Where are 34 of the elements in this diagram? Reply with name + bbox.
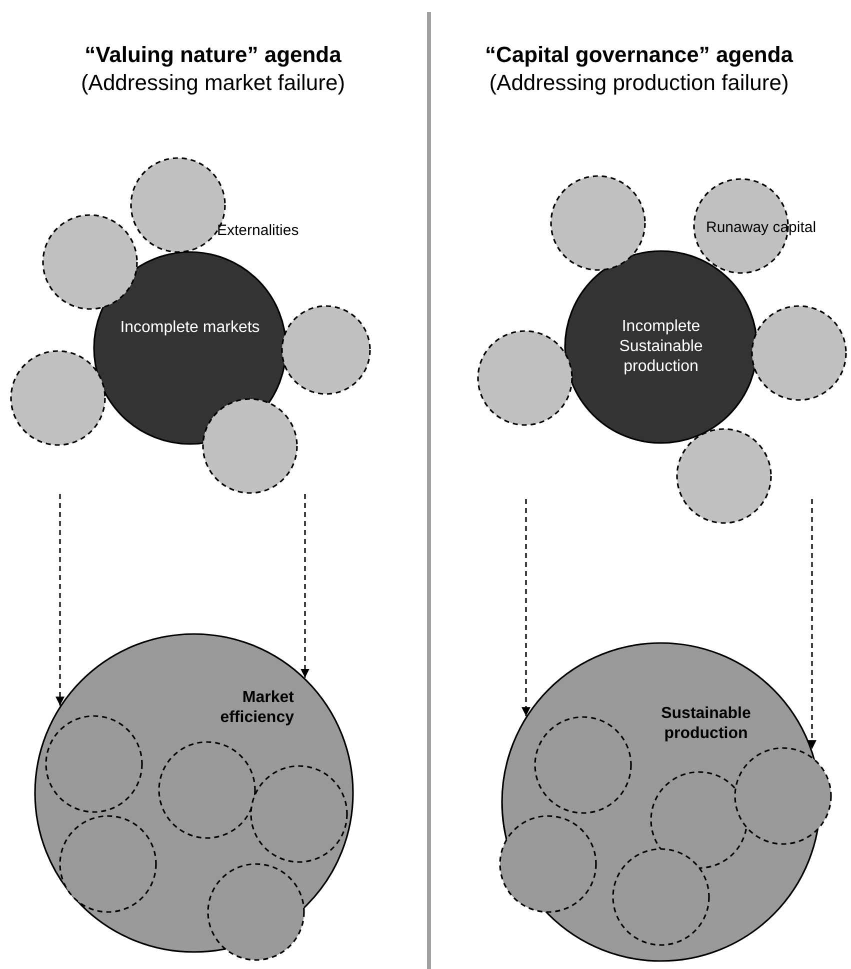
dashed-circle	[612, 848, 710, 946]
dashed-circle	[207, 863, 305, 961]
dashed-circle	[42, 214, 138, 310]
panel-subtitle: (Addressing production failure)	[489, 70, 789, 96]
arrow	[300, 494, 310, 678]
dashed-circle	[550, 175, 646, 271]
panel-heading: “Capital governance” agenda	[484, 42, 794, 68]
node-text: Incomplete Sustainable production	[618, 317, 704, 377]
dashed-circle	[676, 428, 772, 524]
node-text: Market efficiency	[219, 688, 294, 728]
dashed-circle	[734, 747, 832, 845]
node-text: Sustainable production	[660, 704, 752, 744]
annotation: Runaway capital	[706, 219, 816, 236]
dashed-circle	[751, 305, 847, 401]
node-text: Incomplete markets	[119, 318, 261, 338]
arrow	[522, 499, 530, 716]
dashed-circle	[45, 715, 143, 813]
dashed-circle	[250, 765, 348, 863]
dashed-circle	[650, 771, 748, 869]
arrow	[808, 499, 816, 750]
dashed-circle	[59, 815, 157, 913]
dashed-circle	[499, 815, 597, 913]
annotation: Externalities	[217, 222, 299, 239]
panel-subtitle: (Addressing market failure)	[80, 70, 346, 96]
panel-heading: “Valuing nature” agenda	[84, 42, 342, 68]
arrow	[56, 494, 64, 706]
dashed-circle	[477, 330, 573, 426]
dashed-circle	[281, 305, 371, 395]
circle-node	[93, 251, 287, 445]
dashed-circle	[158, 741, 256, 839]
dashed-circle	[10, 350, 106, 446]
circle-node	[564, 250, 758, 444]
dashed-circle	[202, 398, 298, 494]
dashed-circle	[534, 716, 632, 814]
